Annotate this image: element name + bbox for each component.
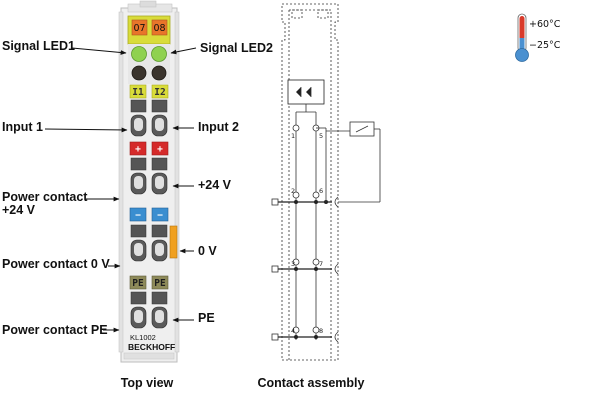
pin-number: 4 [291,327,295,335]
power-contact-strip [169,225,178,259]
temperature-min: −25°C [529,40,561,51]
pe-terminal-pair [130,291,168,329]
label-power-contact-24v-2: +24 V [2,203,36,217]
signal-led-2 [151,46,167,62]
temperature-range: +60°C −25°C [515,13,561,62]
label-power-contact-pe: Power contact PE [2,323,108,337]
pin-number: 1 [291,132,295,140]
terminal-module: 07 08 I1 I2 + + [118,0,180,363]
caption-top-view: Top view [121,376,174,390]
label-power-contact-24v-1: Power contact [2,190,88,204]
left-labels: Signal LED1 Input 1 Power contact +24 V … [2,39,128,337]
pin-number: 2 [291,187,295,195]
pe-mark-1: PE [132,278,144,289]
label-signal-led2: Signal LED2 [200,41,273,55]
plus24v-terminal-pair [130,157,168,195]
pin-number: 8 [319,327,323,335]
arrow-signal-led2 [170,47,197,55]
minus-mark-1: − [135,210,141,221]
minus-marker-2 [151,207,169,222]
input-mark-2: I2 [154,87,165,98]
pin-number: 3 [291,260,295,268]
plus-mark-2: + [157,144,163,155]
pe-mark-2: PE [154,278,166,289]
label-input-1: Input 1 [2,120,43,134]
arrow-signal-led1 [71,47,127,55]
channel-box-1 [131,19,148,36]
pin-number: 5 [319,132,323,140]
channel-number-1: 07 [133,23,145,34]
model-label: KL1002 [130,333,156,342]
pe-marker-1 [129,275,147,290]
pe-marker-2 [151,275,169,290]
contact-column-right [312,112,320,340]
label-zero-v: 0 V [198,244,217,258]
signal-led-1 [131,46,147,62]
brand-logo: BECKHOFF [128,342,175,352]
arrow-input-1 [44,127,128,133]
input-mark-1: I1 [132,87,144,98]
label-pe: PE [198,311,215,325]
label-signal-led1: Signal LED1 [2,39,75,53]
temperature-max: +60°C [529,19,561,30]
housing-outline [281,3,339,361]
minus-mark-2: − [157,210,163,221]
input-marker-2 [151,84,169,99]
input-terminal-pair [130,99,168,137]
caption-contact-assembly: Contact assembly [258,376,365,390]
label-power-contact-0v: Power contact 0 V [2,257,110,271]
input-marker-1 [129,84,147,99]
pin-numbers: 1 5 2 6 3 7 4 8 [291,132,323,335]
contact-column-left [292,112,300,340]
pin-number: 7 [319,260,323,268]
label-plus-24v: +24 V [198,178,232,192]
thermometer-icon [515,13,529,62]
plus-marker-2 [151,141,169,156]
right-labels: Signal LED2 Input 2 +24 V 0 V PE [170,41,273,325]
channel-number-2: 08 [153,23,165,34]
plus-mark-1: + [135,144,141,155]
plus-marker-1 [129,141,147,156]
label-input-2: Input 2 [198,120,239,134]
led-window-2 [151,65,167,81]
zero-v-terminal-pair [130,224,168,262]
minus-marker-1 [129,207,147,222]
pin-number: 6 [319,187,323,195]
contact-assembly [271,3,381,361]
led-window-1 [131,65,147,81]
channel-box-2 [151,19,168,36]
